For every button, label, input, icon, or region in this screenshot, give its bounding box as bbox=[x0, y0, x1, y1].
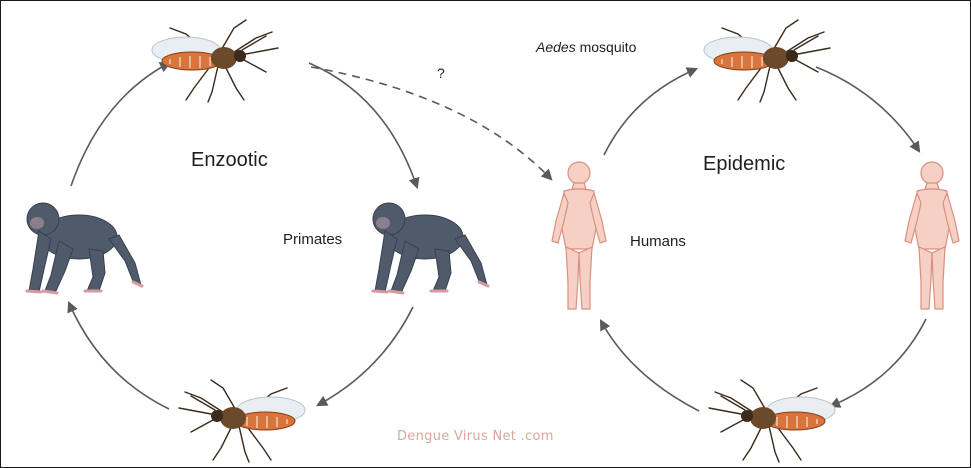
mosquito-icon bbox=[704, 20, 830, 102]
watermark-text: Dengue Virus Net .com bbox=[397, 429, 554, 444]
human-icon bbox=[552, 162, 606, 309]
primate-icon bbox=[373, 203, 488, 293]
mosquito-icon bbox=[152, 20, 278, 102]
primate-icon bbox=[27, 203, 142, 293]
epidemic-title: Epidemic bbox=[703, 153, 785, 176]
aedes-mosquito-label: Aedes mosquito bbox=[536, 39, 636, 55]
human-icon bbox=[905, 162, 959, 309]
mosquito-icon bbox=[179, 380, 305, 462]
mosquito-word: mosquito bbox=[576, 39, 637, 55]
question-mark-label: ? bbox=[437, 65, 445, 81]
enzootic-title: Enzootic bbox=[191, 149, 268, 172]
aedes-genus: Aedes bbox=[536, 39, 576, 55]
primates-label: Primates bbox=[283, 231, 342, 248]
mosquito-icon bbox=[709, 380, 835, 462]
humans-label: Humans bbox=[630, 233, 686, 250]
